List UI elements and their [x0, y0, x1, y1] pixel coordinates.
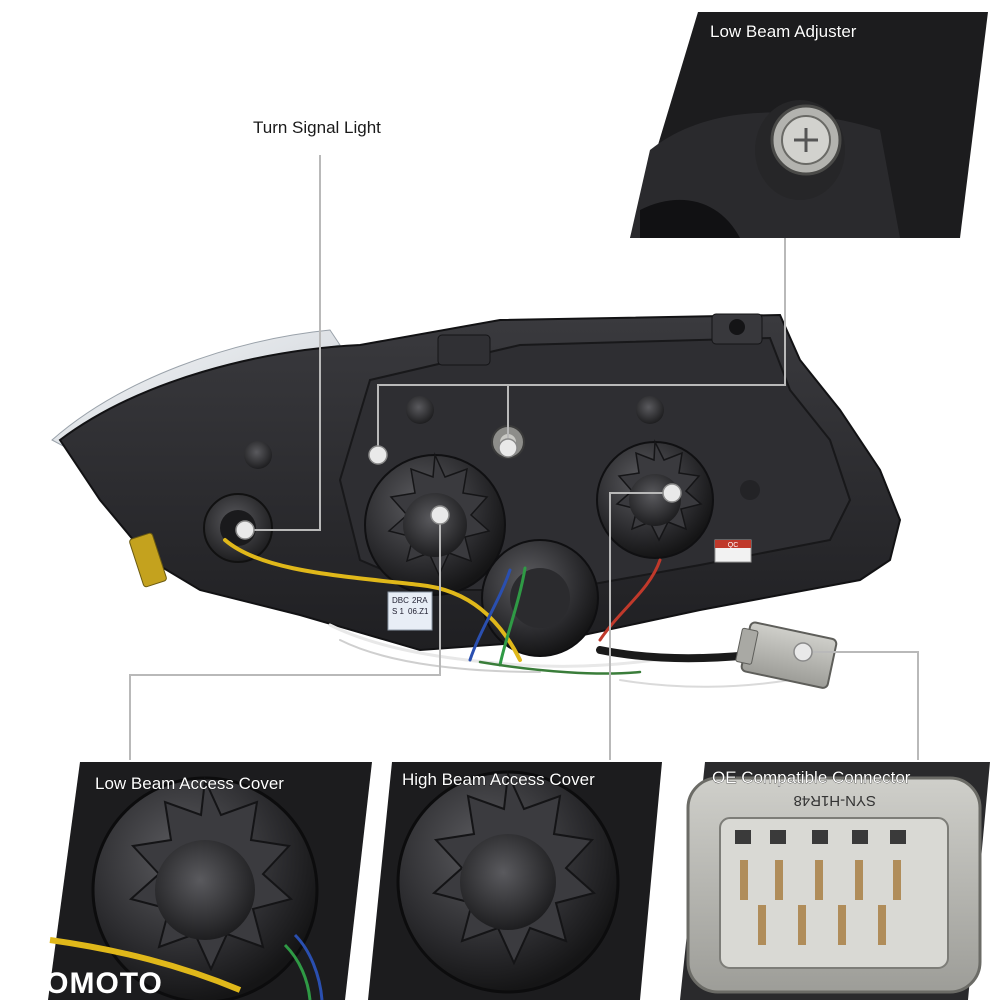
low-beam-cap	[364, 452, 506, 596]
high-beam-cap	[596, 439, 714, 559]
svg-text:06.Z1: 06.Z1	[408, 607, 429, 616]
oe-connector-body	[735, 621, 838, 689]
side-connector	[129, 532, 167, 588]
inset-high-beam-cover: High Beam Access Cover	[368, 762, 662, 1000]
callout-dot	[793, 642, 813, 662]
headlight-assembly: QC DBC 2RA S 1 06.Z1	[51, 313, 902, 689]
high-beam-cover-label: High Beam Access Cover	[402, 770, 595, 789]
inset-oe-connector: SYN-H1R48 OE Compatible Connector	[680, 762, 990, 1000]
connector-code: SYN-H1R48	[793, 792, 876, 809]
part-label: DBC 2RA S 1 06.Z1	[387, 591, 433, 631]
callout-dot	[498, 438, 518, 458]
callout-dot	[430, 505, 450, 525]
callout-lines	[129, 155, 919, 760]
inset-low-beam-cover: Low Beam Access Cover	[48, 762, 372, 1000]
oe-connector-label: OE Compatible Connector	[712, 768, 911, 787]
low-beam-cover-label: Low Beam Access Cover	[95, 774, 284, 793]
qc-sticker: QC	[714, 539, 752, 563]
callout-dot	[662, 483, 682, 503]
svg-text:S 1: S 1	[392, 607, 405, 616]
watermark-logo: OTOMOTO	[2, 967, 163, 1000]
svg-text:2RA: 2RA	[412, 596, 428, 605]
callout-dot	[235, 520, 255, 540]
inset-low-beam-adjuster: Low Beam Adjuster	[630, 12, 988, 238]
wiring-harness	[223, 538, 791, 688]
mount-tab	[437, 334, 491, 366]
callout-dot	[368, 445, 388, 465]
svg-text:DBC: DBC	[392, 596, 409, 605]
turn-signal-label: Turn Signal Light	[253, 118, 381, 137]
low-beam-adjuster-label: Low Beam Adjuster	[710, 22, 857, 41]
qc-text: QC	[728, 542, 739, 549]
